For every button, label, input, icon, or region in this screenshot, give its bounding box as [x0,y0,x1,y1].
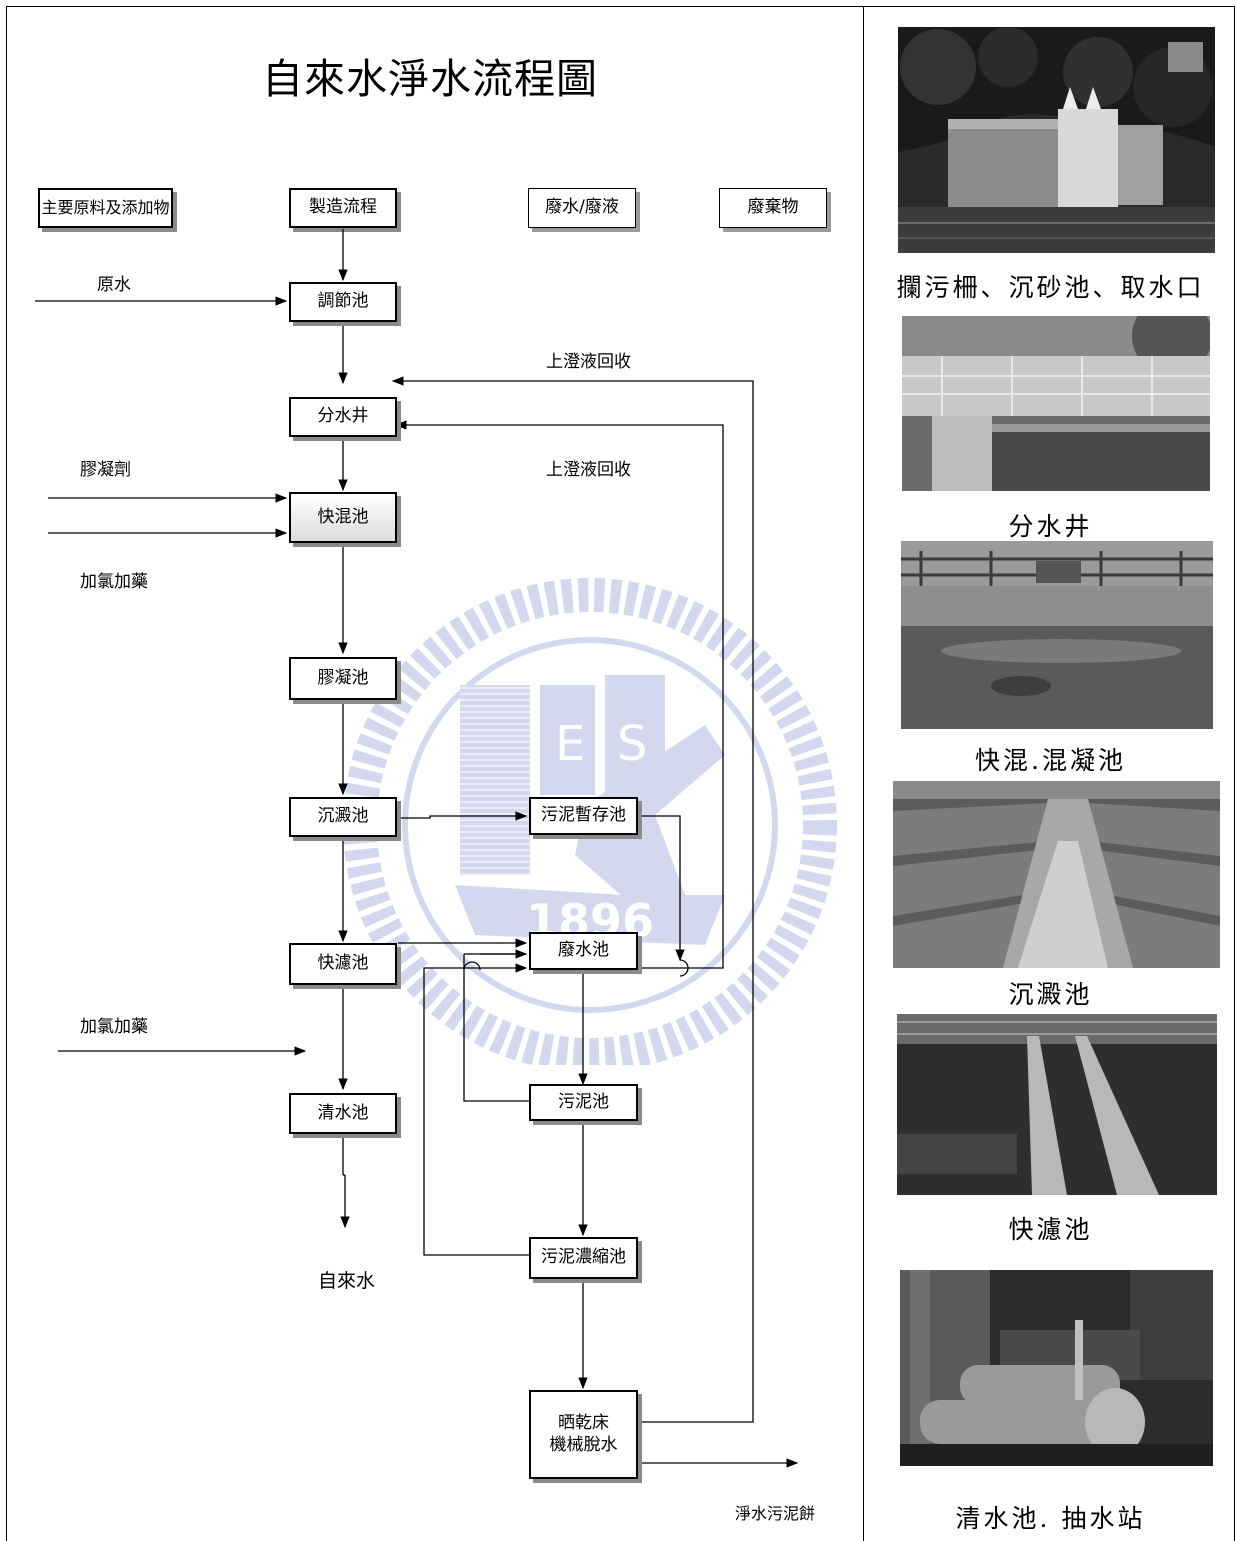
photo-splitting-well [902,316,1210,491]
box-splitting-well: 分水井 [289,397,397,437]
label-coagulant: 膠凝劑 [80,455,131,480]
box-sludge-temp-pool: 污泥暫存池 [529,797,638,835]
caption-splitting-well: 分水井 [866,507,1235,543]
box-sludge-thickener: 污泥濃縮池 [529,1237,638,1279]
caption-filter-basin: 快濾池 [866,1210,1235,1246]
label-chlorine-1: 加氯加藥 [80,567,148,592]
label-supernatant-2: 上澄液回收 [546,455,631,480]
box-coagulation-pool: 膠凝池 [289,657,397,700]
photo-mixing-basin [901,541,1213,729]
caption-mixing-basin: 快混.混凝池 [866,741,1235,777]
label-tap-water: 自來水 [318,1266,375,1293]
label-raw-water: 原水 [97,270,131,295]
box-sedimentation-pool: 沉澱池 [289,797,397,837]
photo-dam-intake [898,27,1215,253]
box-regulating-pool: 調節池 [289,282,397,322]
caption-sedimentation-basin: 沉澱池 [866,975,1235,1011]
label-chlorine-2: 加氯加藥 [80,1012,148,1037]
label-sludge-cake: 淨水污泥餅 [735,1500,815,1524]
caption-dam-intake: 攔污柵、沉砂池、取水口 [866,268,1235,304]
flow-connectors [0,0,866,1541]
box-clear-water-pool: 清水池 [289,1093,397,1134]
photo-pump-station [900,1270,1213,1466]
caption-pump-station: 清水池. 抽水站 [866,1499,1235,1535]
box-drying-dewatering: 晒乾床 機械脫水 [529,1390,638,1479]
box-rapid-filter-pool: 快濾池 [289,943,397,985]
photo-sedimentation-basin [893,781,1220,968]
photo-filter-basin [897,1014,1217,1195]
box-sludge-pool: 污泥池 [529,1084,638,1121]
box-rapid-mix-pool: 快混池 [289,492,397,543]
label-supernatant-1: 上澄液回收 [546,347,631,372]
box-waste-water-pool: 廢水池 [529,932,638,970]
